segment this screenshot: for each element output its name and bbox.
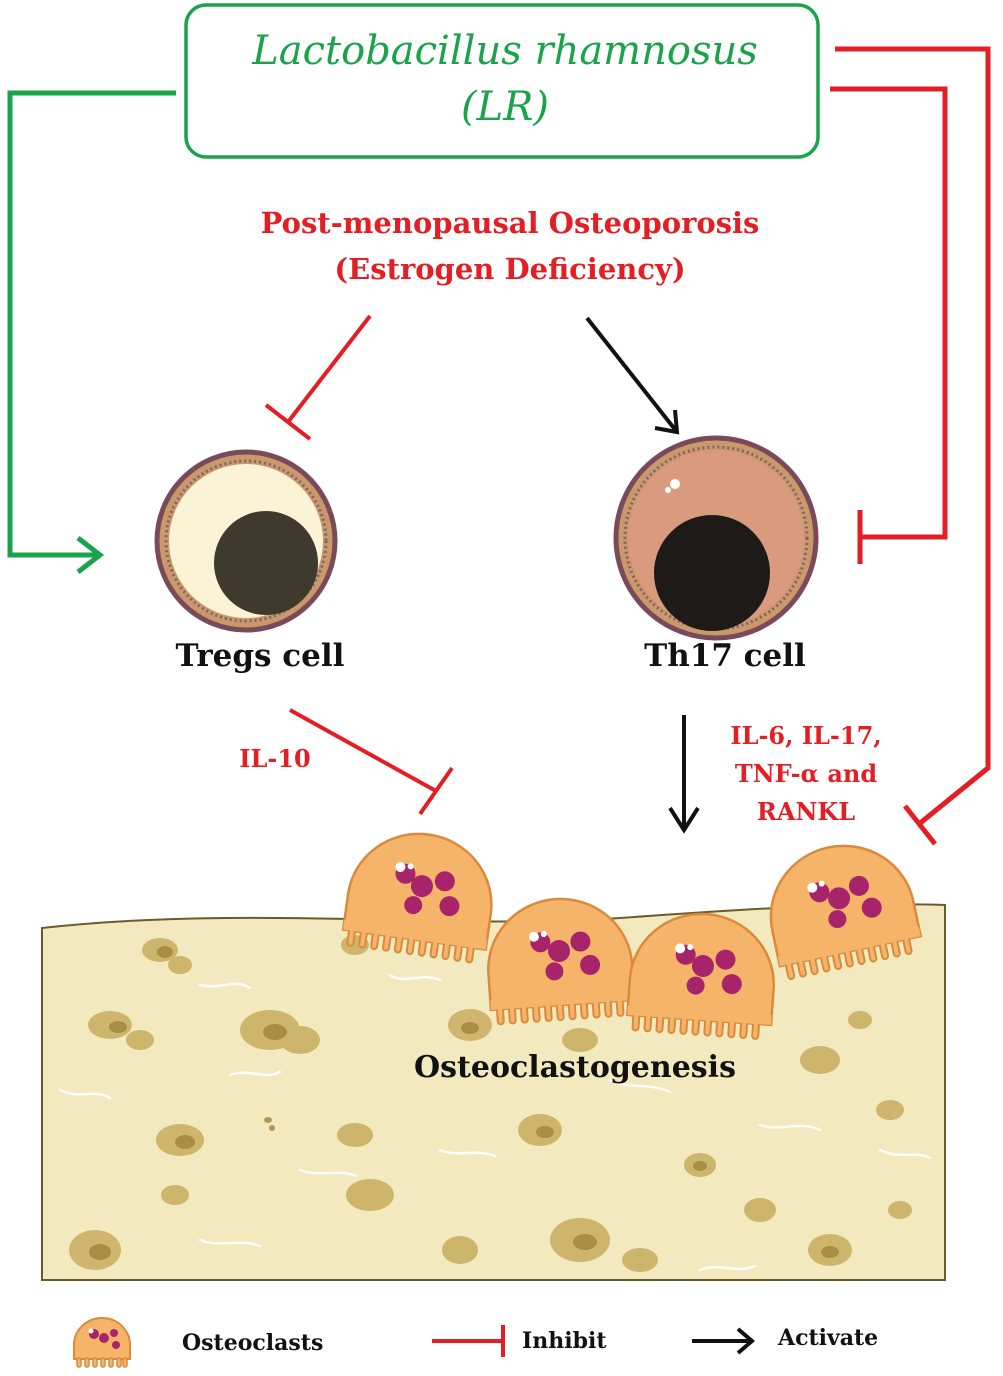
probiotic-abbreviation: (LR)	[461, 84, 549, 130]
legend-graphics	[73, 1317, 756, 1368]
condition-title: Post-menopausal Osteoporosis	[260, 206, 760, 240]
lr-inhibits-osteoclastogenesis-arrow	[835, 46, 991, 846]
legend-activate-symbol	[692, 1327, 756, 1355]
tregs-cell	[154, 449, 338, 633]
th17-cell	[613, 435, 819, 641]
tregs-cell-label: Tregs cell	[175, 638, 345, 674]
th17-cytokine-line3: RANKL	[756, 797, 856, 826]
tregs-inhibits-osteoclastogenesis-arrow	[289, 708, 454, 816]
probiotic-box	[184, 3, 820, 159]
estrogen-inhibits-tregs-arrow	[264, 314, 372, 441]
th17-cytokine-line2: TNF-α and	[734, 759, 878, 788]
legend-osteoclast-icon	[73, 1317, 131, 1368]
estrogen-activates-th17-arrow	[585, 316, 680, 435]
probiotic-name: Lactobacillus rhamnosus	[252, 28, 758, 74]
legend-inhibit-label: Inhibit	[522, 1328, 607, 1354]
th17-activates-osteoclastogenesis-arrow	[668, 715, 700, 834]
osteoclast-1	[339, 823, 502, 966]
tregs-cytokine-label: IL-10	[239, 744, 311, 773]
condition-subtitle: (Estrogen Deficiency)	[334, 252, 686, 286]
legend-osteoclasts-label: Osteoclasts	[182, 1330, 324, 1356]
osteoclastogenesis-label: Osteoclastogenesis	[414, 1050, 736, 1085]
legend-inhibit-symbol	[432, 1325, 505, 1357]
legend-activate-label: Activate	[778, 1325, 879, 1351]
lr-inhibits-th17-arrow	[830, 86, 948, 564]
th17-cell-label: Th17 cell	[644, 638, 806, 674]
th17-cytokine-line1: IL-6, IL-17,	[730, 721, 882, 750]
lr-activates-tregs-arrow	[7, 90, 176, 574]
